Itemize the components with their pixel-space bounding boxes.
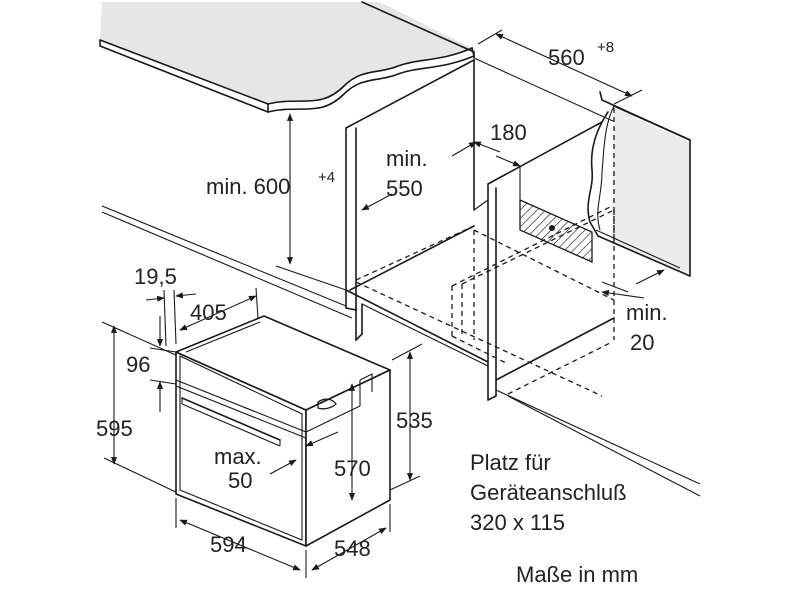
front-height-label: 595 bbox=[96, 416, 133, 441]
units-note: Maße in mm bbox=[516, 562, 638, 587]
dimension-lines bbox=[110, 29, 665, 578]
panel-depth-label: 19,5 bbox=[134, 264, 177, 289]
niche-height-tolerance: +4 bbox=[318, 169, 335, 186]
oven bbox=[175, 315, 391, 547]
niche-depth-label-b: 550 bbox=[386, 176, 423, 201]
connection-note-line1: Platz für bbox=[470, 450, 551, 475]
connection-note-line3: 320 x 115 bbox=[470, 510, 565, 535]
rear-gap-label-a: min. bbox=[626, 300, 668, 325]
rear-gap-label-b: 20 bbox=[630, 330, 654, 355]
body-height-inner-label: 570 bbox=[334, 456, 371, 481]
handle-label-b: 50 bbox=[228, 468, 252, 493]
niche-width-tolerance: +8 bbox=[597, 39, 614, 56]
body-height-total-label: 535 bbox=[396, 408, 433, 433]
body-depth-label: 548 bbox=[334, 536, 371, 561]
niche-depth-label-a: min. bbox=[386, 146, 428, 171]
connection-space bbox=[519, 166, 593, 264]
niche-width-label: 560 bbox=[548, 45, 585, 70]
handle-label-a: max. bbox=[214, 444, 262, 469]
cutout-depth-label: 180 bbox=[490, 120, 527, 145]
control-height-label: 96 bbox=[126, 352, 150, 377]
niche-height-label: min. 600 bbox=[206, 174, 290, 199]
connection-note-line2: Geräteanschluß bbox=[470, 480, 627, 505]
cabinet-niche bbox=[345, 59, 701, 497]
front-width-label: 594 bbox=[210, 532, 247, 557]
countertop bbox=[99, 1, 691, 157]
right-wall bbox=[587, 91, 691, 277]
top-offset-label: 405 bbox=[190, 300, 227, 325]
